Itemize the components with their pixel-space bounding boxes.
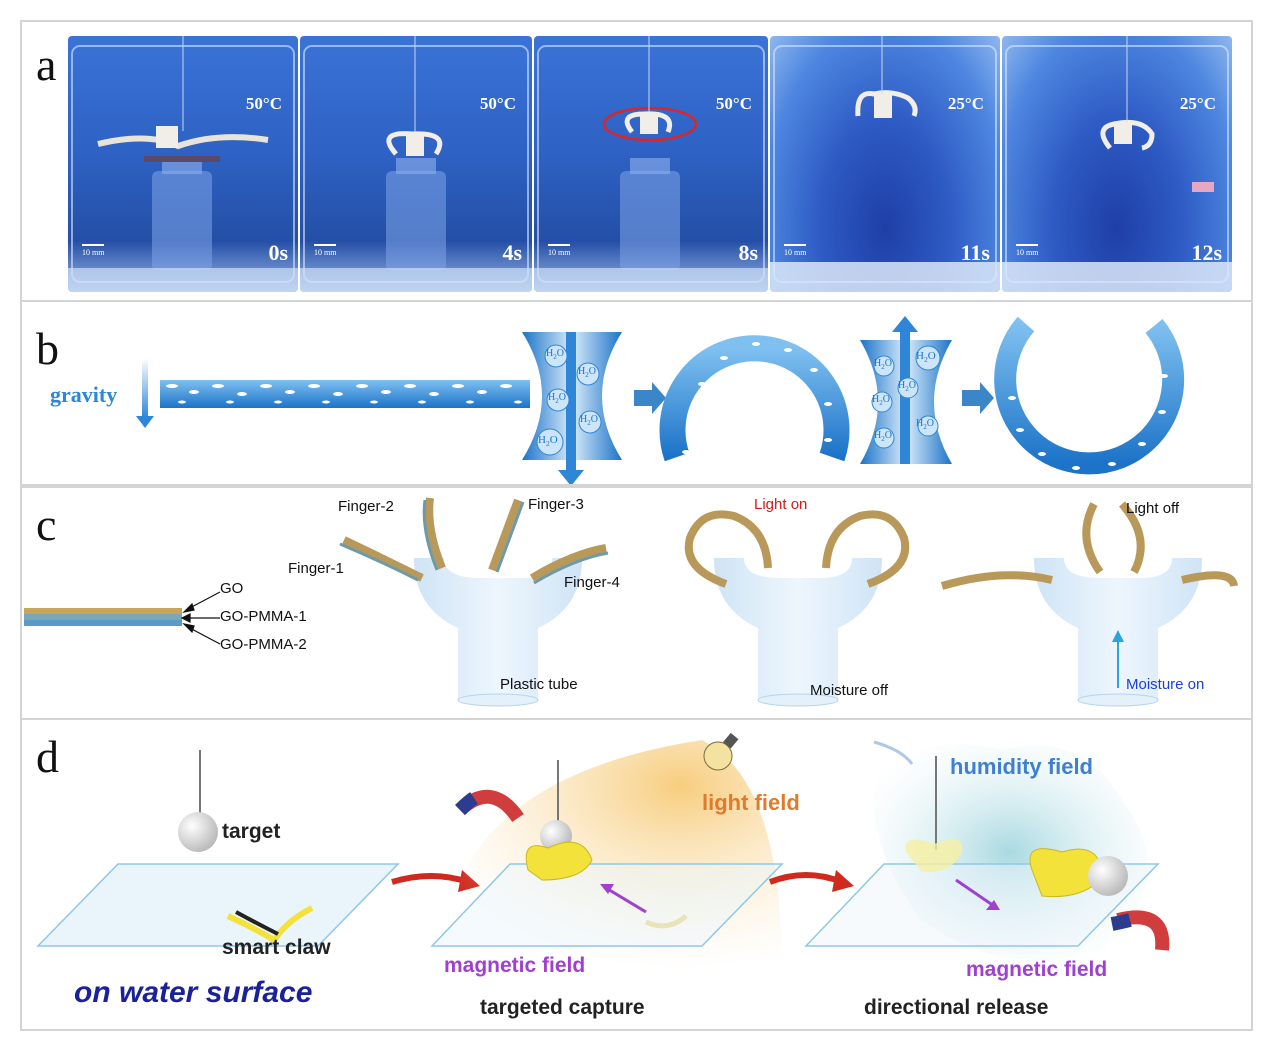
h2o-label: H2O — [548, 392, 566, 405]
deformation-diagram — [136, 316, 1185, 484]
time-label: 8s — [738, 240, 758, 265]
photo-frame-0s: 50°C 0s 10 mm — [68, 36, 298, 292]
magnetic-field-label: magnetic field — [444, 954, 586, 977]
finger-1-label: Finger-1 — [288, 560, 344, 577]
moisture-on-label: Moisture on — [1126, 676, 1205, 693]
highlight-ellipse — [602, 106, 698, 142]
layer-label-go-pmma-1: GO-PMMA-1 — [220, 608, 307, 625]
finger-3-label: Finger-3 — [528, 496, 584, 513]
magnetic-field-label: magnetic field — [966, 958, 1108, 981]
plastic-tube-label: Plastic tube — [500, 676, 578, 693]
directional-release-label: directional release — [864, 996, 1049, 1019]
panel-a: a 50°C 0s 10 mm 50°C 4s 10 mm — [20, 20, 1253, 302]
scale-bar: 10 mm — [548, 244, 570, 257]
h2o-label: H2O — [874, 358, 892, 371]
scale-bar: 10 mm — [784, 244, 806, 257]
time-label: 0s — [268, 240, 288, 265]
panel-b: b gravity — [20, 300, 1253, 486]
beaker-illustration — [534, 36, 768, 292]
beaker-illustration — [300, 36, 532, 292]
light-field-label: light field — [702, 790, 800, 815]
temperature-label: 50°C — [479, 94, 516, 113]
panel-c-label: c — [36, 499, 57, 550]
h2o-label: H2O — [538, 434, 558, 449]
photo-frame-11s: 25°C 11s 10 mm — [770, 36, 1000, 292]
scale-bar: 10 mm — [314, 244, 336, 257]
humidity-field-label: humidity field — [950, 754, 1093, 779]
targeted-capture-label: targeted capture — [480, 996, 645, 1019]
water-surface-scene — [36, 732, 1170, 970]
on-water-surface-label: on water surface — [74, 976, 313, 1009]
h2o-label: H2O — [874, 430, 892, 443]
h2o-label: H2O — [916, 418, 934, 431]
photo-frame-12s: 25°C 12s 10 mm — [1002, 36, 1232, 292]
finger-4-label: Finger-4 — [564, 574, 620, 591]
h2o-label: H2O — [580, 414, 598, 427]
time-label: 4s — [502, 240, 522, 265]
panel-d: d — [20, 718, 1253, 1031]
light-off-label: Light off — [1126, 500, 1180, 517]
finger-2-label: Finger-2 — [338, 498, 394, 515]
temperature-label: 25°C — [1179, 94, 1216, 113]
photo-frame-4s: 50°C 4s 10 mm — [300, 36, 532, 292]
gravity-label: gravity — [50, 382, 118, 407]
temperature-label: 50°C — [715, 94, 752, 113]
moisture-off-label: Moisture off — [810, 682, 889, 699]
h2o-label: H2O — [578, 366, 596, 379]
h2o-label: H2O — [546, 348, 564, 361]
target-label: target — [222, 820, 281, 843]
panel-b-label: b — [36, 323, 59, 374]
layer-label-go-pmma-2: GO-PMMA-2 — [220, 636, 307, 653]
smart-claw-label: smart claw — [222, 936, 331, 959]
panel-d-label: d — [36, 731, 59, 782]
time-label: 12s — [1191, 240, 1222, 265]
h2o-label: H2O — [872, 394, 890, 407]
light-on-label: Light on — [754, 496, 808, 513]
gripper-diagram — [24, 497, 1238, 707]
layer-label-go: GO — [220, 580, 244, 597]
photo-frame-8s: 50°C 8s 10 mm — [534, 36, 768, 292]
panel-a-label: a — [36, 39, 57, 90]
panel-c: c — [20, 486, 1253, 720]
beaker-illustration — [1002, 36, 1232, 292]
h2o-label: H2O — [898, 380, 916, 393]
temperature-label: 25°C — [947, 94, 984, 113]
h2o-label: H2O — [916, 350, 936, 365]
scale-bar: 10 mm — [82, 244, 104, 257]
beaker-illustration — [770, 36, 1000, 292]
time-label: 11s — [960, 240, 990, 265]
beaker-illustration — [68, 36, 298, 292]
scale-bar: 10 mm — [1016, 244, 1038, 257]
temperature-label: 50°C — [245, 94, 282, 113]
